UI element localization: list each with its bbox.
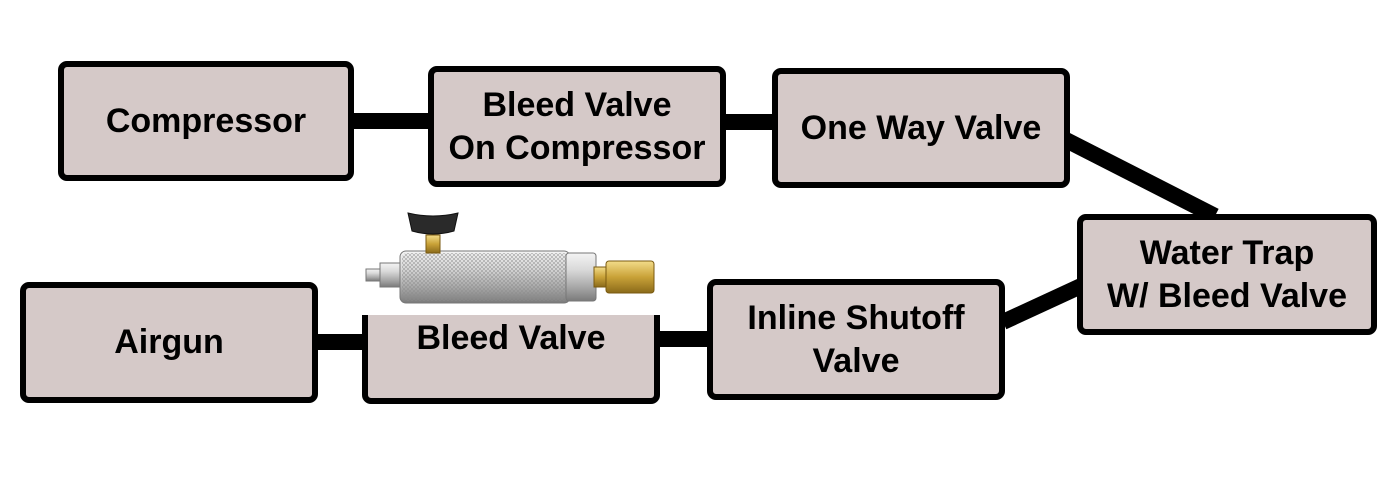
node-label-bleed-valve: Bleed Valve xyxy=(416,319,606,357)
bleed-valve-photo xyxy=(362,203,663,315)
node-compressor: Compressor xyxy=(58,61,354,181)
node-label-one-way-valve: One Way Valve xyxy=(800,108,1042,147)
node-label-compressor: Compressor xyxy=(105,101,307,140)
node-label-airgun: Airgun xyxy=(114,323,224,361)
bleed-valve-illustration xyxy=(365,212,655,304)
edge-one-way-valve-water-trap xyxy=(1062,132,1219,224)
node-airgun: Airgun xyxy=(20,282,318,403)
node-one-way-valve: One Way Valve xyxy=(772,68,1070,188)
node-bleed-valve-on-compressor: Bleed Valve On Compressor xyxy=(428,66,726,187)
edge-water-trap-inline-shutoff-valve xyxy=(999,278,1085,330)
node-inline-shutoff-valve: Inline Shutoff Valve xyxy=(707,279,1005,400)
node-label-bleed-valve-on-compressor: Bleed Valve On Compressor xyxy=(448,85,706,167)
node-water-trap: Water Trap W/ Bleed Valve xyxy=(1077,214,1377,335)
node-label-inline-shutoff-valve: Inline Shutoff Valve xyxy=(747,298,965,380)
node-label-water-trap: Water Trap W/ Bleed Valve xyxy=(1107,233,1347,315)
